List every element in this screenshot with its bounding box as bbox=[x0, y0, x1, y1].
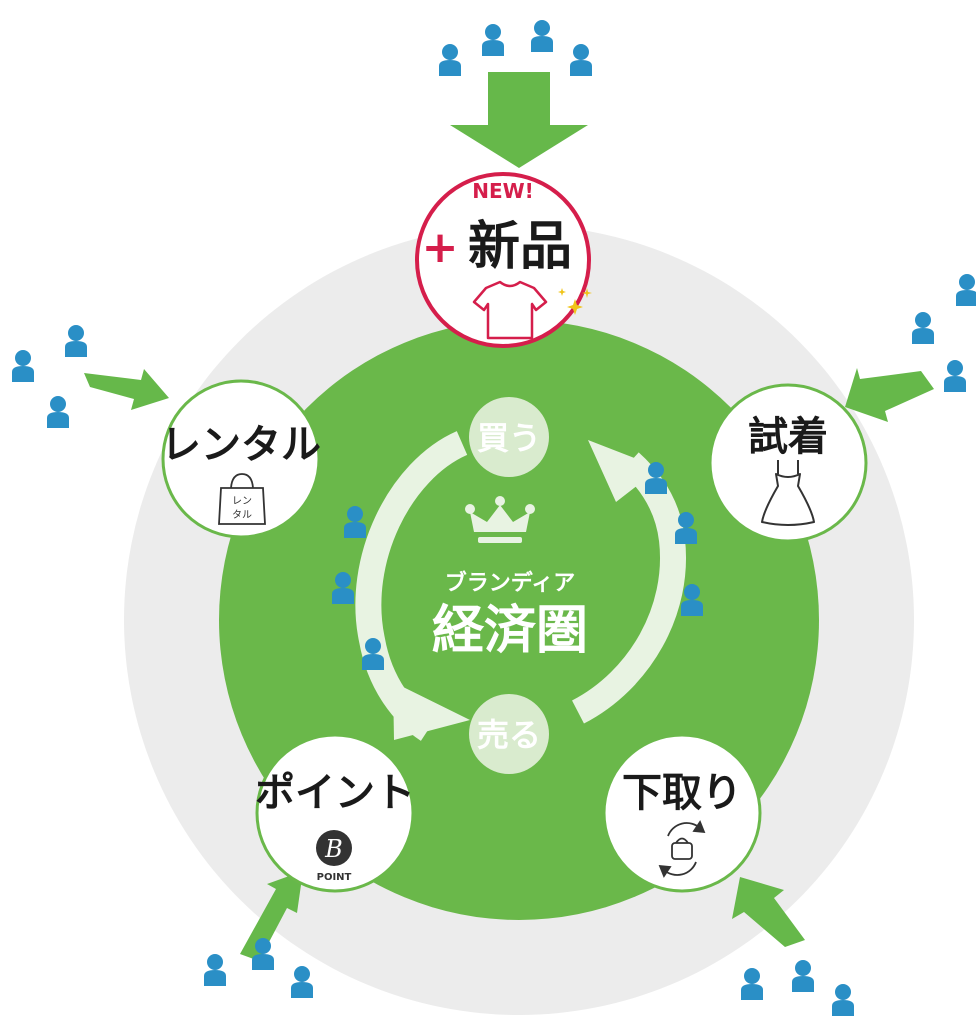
person-icon bbox=[291, 966, 313, 998]
arrow-bottom-left bbox=[240, 871, 303, 961]
node-try-on-label: 試着 bbox=[748, 414, 828, 460]
b-point-caption: POINT bbox=[317, 872, 352, 883]
sell-label: 売る bbox=[477, 716, 541, 754]
new-badge: NEW! bbox=[472, 179, 534, 203]
sell-bubble: 売る bbox=[469, 694, 549, 774]
person-icon bbox=[531, 20, 553, 52]
node-point: ポイント B POINT bbox=[255, 733, 415, 893]
arrow-right bbox=[845, 368, 934, 422]
tshirt-icon bbox=[472, 280, 548, 340]
person-icon bbox=[570, 44, 592, 76]
crowd-left bbox=[12, 325, 87, 428]
buy-bubble: 買う bbox=[469, 397, 549, 477]
sparkle-icon bbox=[558, 288, 592, 315]
person-icon bbox=[956, 274, 976, 306]
node-try-on: 試着 bbox=[708, 383, 868, 543]
node-trade-in: 下取り bbox=[602, 733, 762, 893]
crown-icon bbox=[465, 496, 535, 543]
arrow-left bbox=[84, 369, 169, 410]
crowd-bottom-left bbox=[204, 938, 313, 998]
person-icon bbox=[832, 984, 854, 1016]
person-icon bbox=[47, 396, 69, 428]
buy-label: 買う bbox=[477, 419, 541, 457]
person-icon bbox=[65, 325, 87, 357]
node-new-label: 新品 bbox=[468, 217, 572, 277]
person-icon bbox=[204, 954, 226, 986]
bag-cycle-icon bbox=[658, 820, 706, 878]
rental-bag-text-top: レン bbox=[232, 496, 252, 507]
person-icon bbox=[792, 960, 814, 992]
node-trade-in-label: 下取り bbox=[622, 770, 742, 816]
person-icon bbox=[944, 360, 966, 392]
center-subtitle: ブランディア bbox=[445, 570, 575, 596]
person-icon bbox=[439, 44, 461, 76]
inflow-arrows bbox=[84, 72, 934, 961]
node-new-item: NEW! + 新品 bbox=[415, 172, 592, 348]
crowd-bottom-right bbox=[741, 960, 854, 1016]
arrow-bottom-right bbox=[732, 877, 805, 947]
center-title: 経済圏 bbox=[432, 601, 588, 661]
person-icon bbox=[12, 350, 34, 382]
rental-bag-icon: レン タル bbox=[218, 473, 266, 525]
dress-icon bbox=[761, 460, 815, 526]
arrow-top bbox=[450, 72, 588, 168]
left-cycle-arrowhead bbox=[393, 682, 470, 740]
node-point-label: ポイント bbox=[255, 770, 415, 816]
plus-sign: + bbox=[422, 222, 459, 273]
person-icon bbox=[482, 24, 504, 56]
b-point-icon: B POINT bbox=[316, 830, 352, 883]
right-cycle-arrowhead bbox=[588, 440, 660, 502]
b-point-letter: B bbox=[324, 835, 343, 863]
person-icon bbox=[741, 968, 763, 1000]
node-rental-label: レンタル bbox=[161, 422, 321, 468]
crowd-top bbox=[439, 20, 592, 76]
person-icon bbox=[912, 312, 934, 344]
node-rental: レンタル レン タル bbox=[161, 379, 321, 539]
rental-bag-text-bottom: タル bbox=[232, 509, 252, 521]
